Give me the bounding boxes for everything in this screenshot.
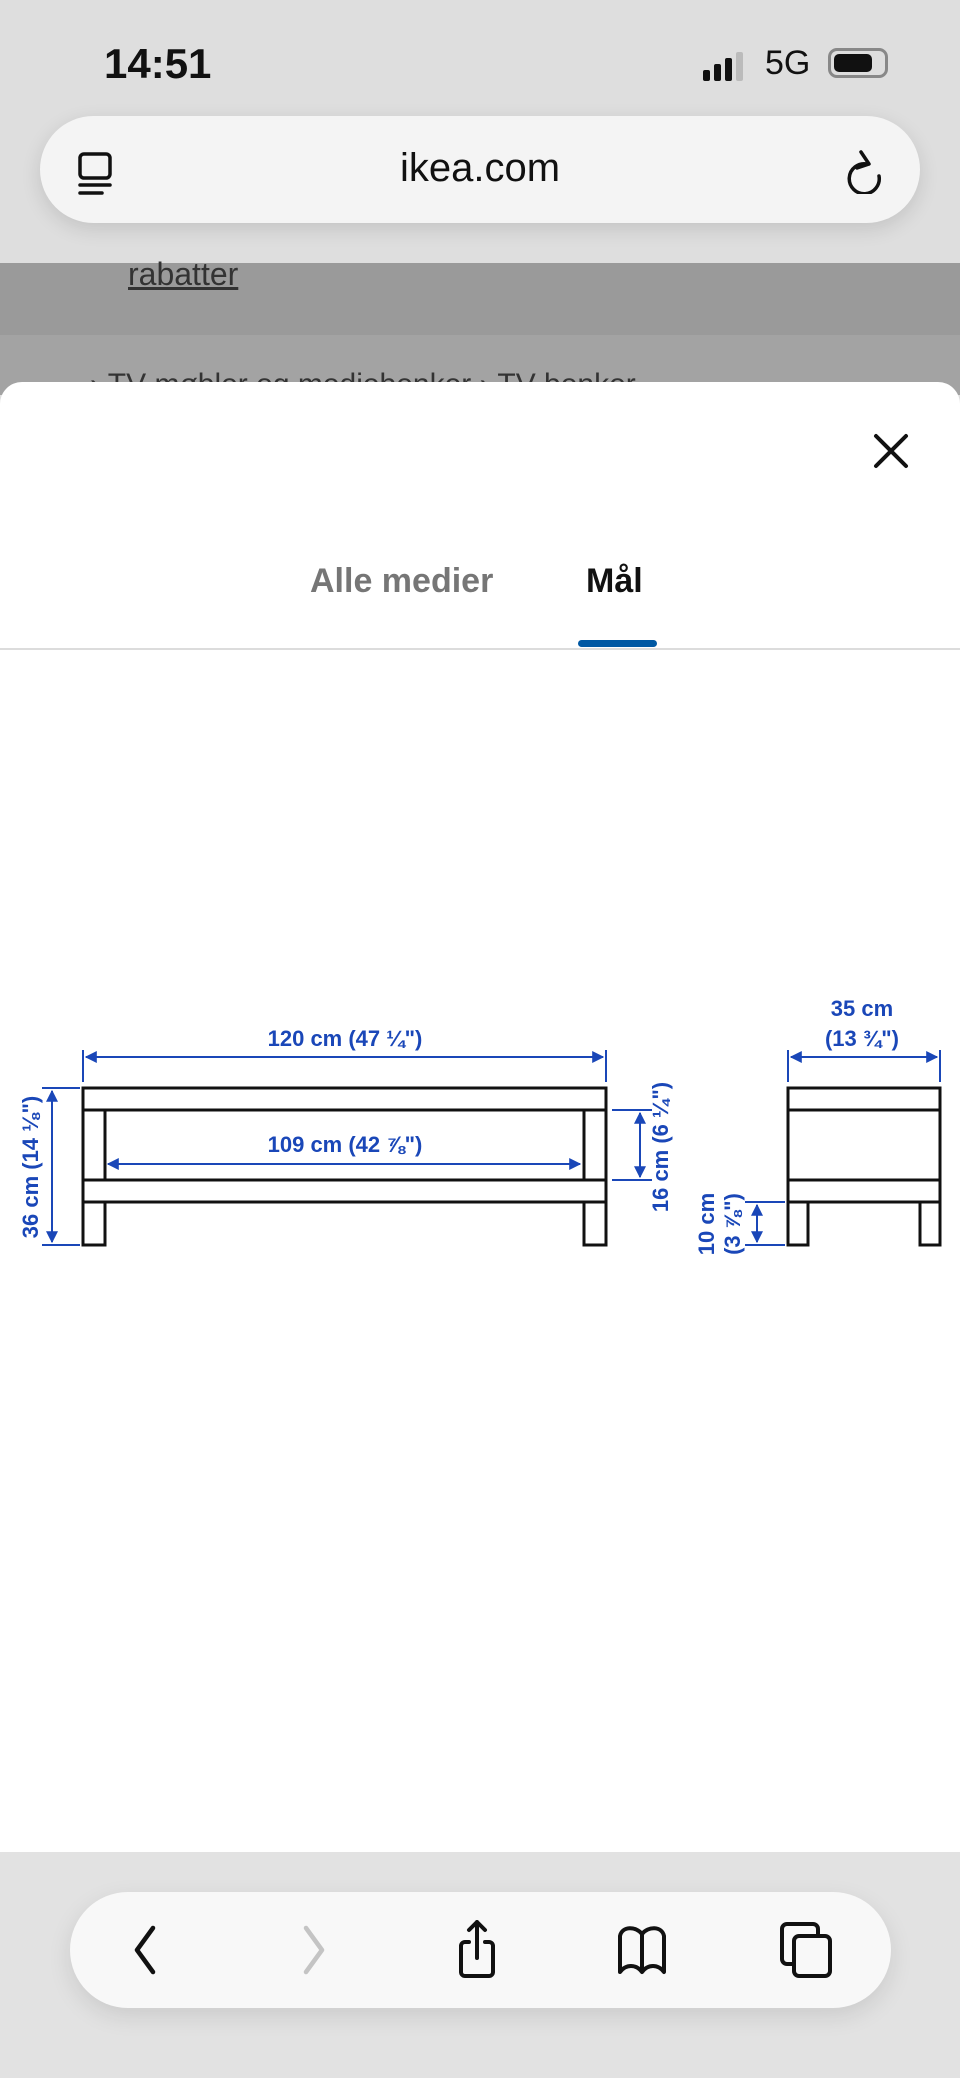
battery-icon	[828, 48, 888, 78]
address-bar[interactable]: ikea.com	[40, 116, 920, 223]
browser-toolbar	[0, 1852, 960, 2078]
url-text[interactable]: ikea.com	[399, 146, 561, 190]
depth-in-label: (13 ¾")	[825, 1026, 899, 1051]
inner-width-label: 109 cm (42 ⅞")	[268, 1132, 423, 1157]
shelf-gap-label: 16 cm (6 ¼")	[648, 1082, 673, 1212]
tabs-icon[interactable]	[776, 1920, 836, 1980]
leg-height-in-label: (3 ⅞")	[720, 1193, 745, 1255]
back-icon[interactable]	[115, 1920, 175, 1980]
rabatter-link: rabatter	[128, 256, 239, 292]
height-label: 36 cm (14 ⅛")	[18, 1096, 43, 1239]
close-icon[interactable]	[870, 430, 912, 472]
background-page	[0, 263, 960, 395]
dimension-drawing: 120 cm (47 ¼") 109 cm (42 ⅞") 36 cm (14 …	[18, 996, 942, 1255]
forward-icon[interactable]	[284, 1920, 344, 1980]
leg-height-cm-label: 10 cm	[694, 1193, 719, 1255]
bookmarks-icon[interactable]	[612, 1920, 672, 1980]
tab-mal[interactable]: Mål	[586, 562, 643, 600]
tab-divider	[0, 648, 960, 650]
toolbar-pill	[70, 1892, 891, 2008]
front-view	[81, 1086, 608, 1247]
active-tab-indicator	[578, 640, 657, 647]
signal-icon	[703, 52, 743, 81]
reload-icon[interactable]	[845, 146, 885, 194]
tab-alle-medier[interactable]: Alle medier	[310, 562, 494, 600]
width-label: 120 cm (47 ¼")	[268, 1026, 423, 1051]
depth-cm-label: 35 cm	[831, 996, 893, 1021]
status-bar: 14:51 5G	[0, 0, 960, 110]
page-menu-icon[interactable]	[78, 152, 114, 196]
network-type: 5G	[765, 44, 811, 82]
status-time: 14:51	[104, 40, 212, 87]
share-icon[interactable]	[447, 1920, 507, 1980]
side-view	[786, 1086, 942, 1247]
